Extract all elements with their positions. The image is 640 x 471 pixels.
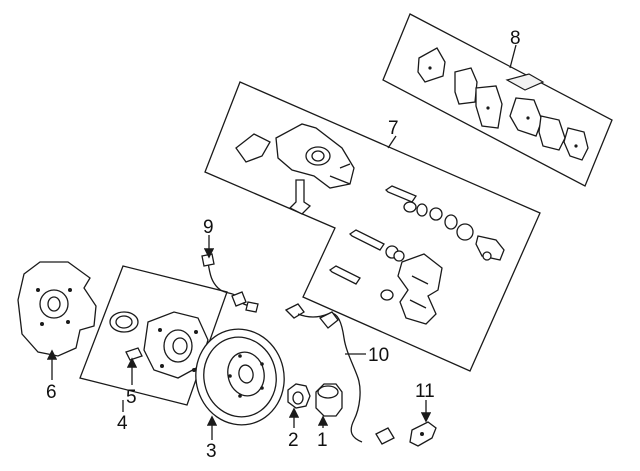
- callout-2: 2: [288, 430, 299, 451]
- callout-10: 10: [368, 345, 389, 366]
- wheel-hub[interactable]: [143, 311, 209, 379]
- caliper-bracket[interactable]: [397, 253, 443, 325]
- brake-hose[interactable]: [201, 253, 259, 313]
- hub-nut[interactable]: [287, 383, 311, 409]
- callout-8: 8: [510, 28, 521, 49]
- pads-panel-outline: [382, 13, 613, 187]
- caliper-assembly[interactable]: [235, 123, 355, 215]
- callout-labels: 8 7 9 10 6 5 4 3 2 1 11: [46, 28, 521, 462]
- callout-9: 9: [203, 217, 214, 238]
- leader-lines: [46, 44, 517, 440]
- brake-pad-group[interactable]: [417, 47, 589, 161]
- wheel-stud[interactable]: [125, 347, 143, 361]
- callout-11: 11: [415, 381, 435, 402]
- brake-pads-panel: [382, 13, 613, 187]
- callout-4: 4: [117, 413, 128, 434]
- callout-5: 5: [126, 387, 137, 408]
- caliper-panel: [204, 81, 541, 372]
- wheel-bearing[interactable]: [109, 311, 139, 333]
- brake-rotor[interactable]: [187, 321, 293, 433]
- hub-panel-outline: [79, 265, 228, 406]
- sensor-bracket[interactable]: [409, 421, 437, 447]
- caliper-panel-outline: [204, 81, 541, 372]
- abs-sensor[interactable]: [284, 303, 395, 445]
- caliper-bolts-seals[interactable]: [328, 185, 505, 301]
- hub-cap[interactable]: [315, 383, 343, 417]
- callout-7: 7: [388, 118, 399, 139]
- hub-panel: [79, 265, 228, 406]
- dust-shield[interactable]: [17, 261, 97, 357]
- callout-6: 6: [46, 382, 57, 403]
- callout-1: 1: [317, 430, 328, 451]
- callout-3: 3: [206, 441, 217, 462]
